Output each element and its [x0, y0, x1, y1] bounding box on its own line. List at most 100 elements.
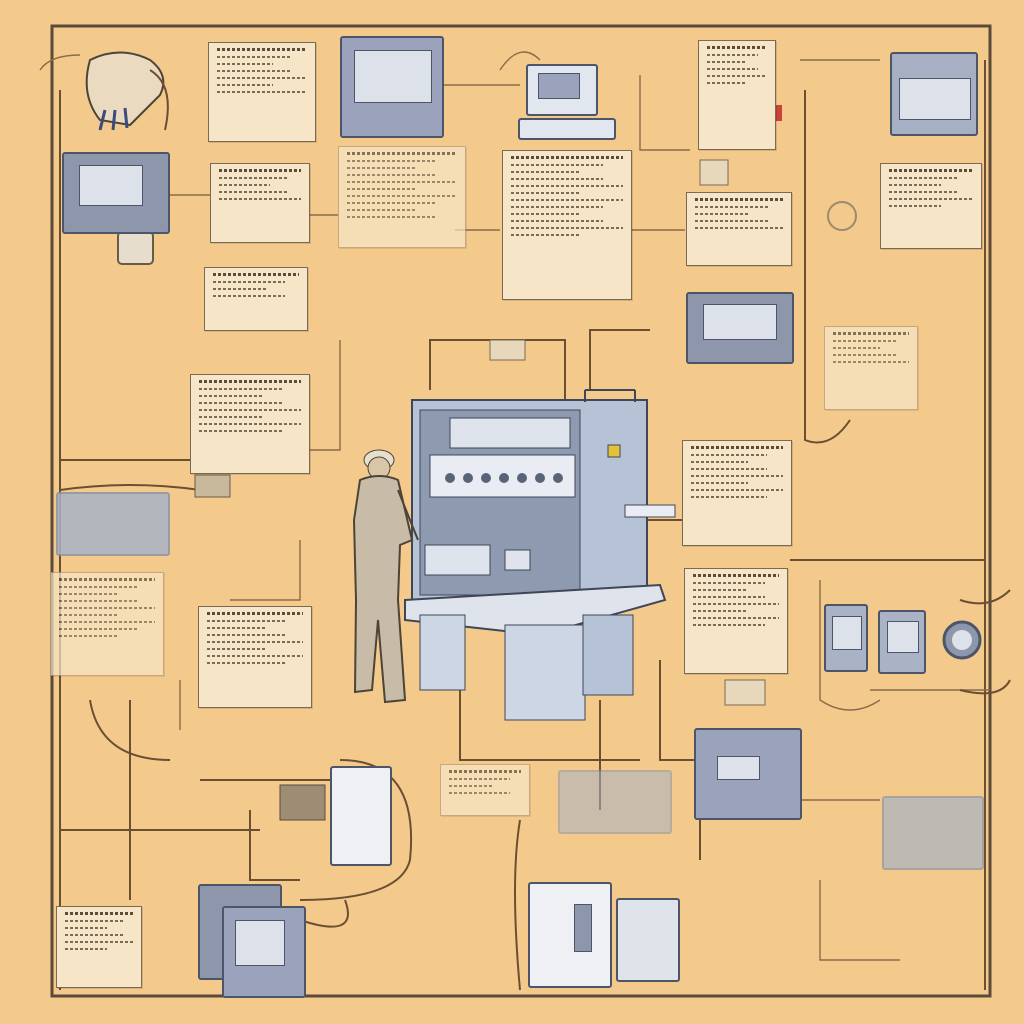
server-cabinet [694, 728, 802, 820]
note-text-line [347, 209, 415, 211]
meter-right-face [886, 621, 920, 653]
note-text-line [59, 614, 119, 616]
desk-leg [504, 624, 586, 721]
server-display [716, 756, 761, 781]
terminal-keyboard [518, 118, 616, 140]
meter-left-face [832, 615, 862, 650]
note-text-line [691, 489, 783, 491]
rack-unit-right [686, 292, 794, 364]
printer-unit [616, 898, 680, 982]
note-text-line [59, 593, 119, 595]
computer-terminal [526, 64, 598, 116]
note-mid-left-1 [210, 163, 310, 243]
note-text-line [219, 169, 301, 172]
note-bottom-left [56, 906, 142, 988]
note-text-line [347, 160, 438, 162]
note-text-line [691, 468, 768, 470]
note-text-line [199, 388, 284, 390]
note-text-line [347, 152, 457, 155]
note-text-line [693, 582, 765, 584]
machine-sketch-bottom [558, 770, 672, 834]
connector-block [279, 784, 326, 821]
note-text-line [833, 347, 881, 349]
note-text-line [347, 202, 438, 204]
note-text-line [213, 288, 267, 290]
note-text-line [59, 600, 139, 602]
note-text-line [707, 46, 767, 49]
note-text-line [347, 167, 415, 169]
control-panel-left [62, 152, 170, 234]
note-text-line [207, 641, 303, 643]
note-text-line [691, 454, 768, 456]
note-text-line [889, 184, 941, 186]
note-text-line [511, 185, 623, 187]
note-text-line [219, 198, 301, 200]
note-text-line [347, 195, 457, 197]
note-text-line [707, 61, 745, 63]
note-text-line [695, 220, 769, 222]
note-text-line [693, 574, 779, 577]
note-text-line [65, 934, 123, 936]
note-text-line [707, 54, 759, 56]
note-text-line [347, 216, 438, 218]
note-text-line [59, 586, 139, 588]
note-text-line [511, 171, 580, 173]
rack-display [702, 303, 778, 340]
note-text-line [511, 199, 623, 201]
meter-left [824, 604, 868, 672]
control-panel-screen [78, 164, 143, 206]
note-text-line [511, 220, 603, 222]
note-right-2 [686, 192, 792, 266]
note-text-line [511, 178, 603, 180]
note-text-line [707, 82, 745, 84]
note-text-line [889, 177, 959, 179]
note-text-line [449, 785, 494, 787]
note-text-line [695, 198, 783, 201]
note-text-line [693, 624, 765, 626]
note-text-line [449, 792, 510, 794]
note-text-line [511, 192, 580, 194]
note-bottom-center [440, 764, 530, 816]
note-text-line [695, 227, 783, 229]
note-text-line [59, 607, 155, 609]
cabinet-small [330, 766, 392, 866]
meter-right [878, 610, 926, 674]
terminal-screen [537, 72, 581, 99]
note-text-line [693, 589, 747, 591]
note-text-line [207, 612, 303, 615]
note-text-line [511, 164, 603, 166]
note-left-low [50, 572, 164, 676]
note-text-line [833, 340, 897, 342]
monitor-screen [354, 49, 432, 103]
note-text-line [217, 70, 292, 72]
note-text-line [511, 156, 623, 159]
note-center-right [682, 440, 792, 546]
note-center-top-2 [502, 150, 632, 300]
note-text-line [199, 409, 301, 411]
wiring [59, 51, 1011, 991]
note-text-line [207, 620, 287, 622]
note-text-line [199, 430, 284, 432]
note-text-line [217, 77, 307, 79]
note-text-line [693, 617, 779, 619]
note-text-line [691, 482, 748, 484]
note-top-left [208, 42, 316, 142]
note-text-line [707, 75, 767, 77]
left-panel-mid [56, 492, 170, 556]
note-text-line [59, 578, 155, 581]
note-text-line [693, 603, 779, 605]
note-text-line [691, 475, 783, 477]
note-text-line [691, 496, 768, 498]
note-text-line [217, 48, 307, 51]
note-text-line [213, 281, 285, 283]
note-text-line [65, 912, 133, 915]
note-text-line [693, 596, 765, 598]
computer-stack-screen [235, 920, 286, 967]
power-supply-panel [574, 904, 592, 953]
note-text-line [207, 655, 303, 657]
note-center-right-low [684, 568, 788, 674]
note-text-line [213, 273, 299, 276]
note-text-line [511, 234, 580, 236]
outer-frame [50, 24, 992, 998]
note-text-line [217, 84, 273, 86]
